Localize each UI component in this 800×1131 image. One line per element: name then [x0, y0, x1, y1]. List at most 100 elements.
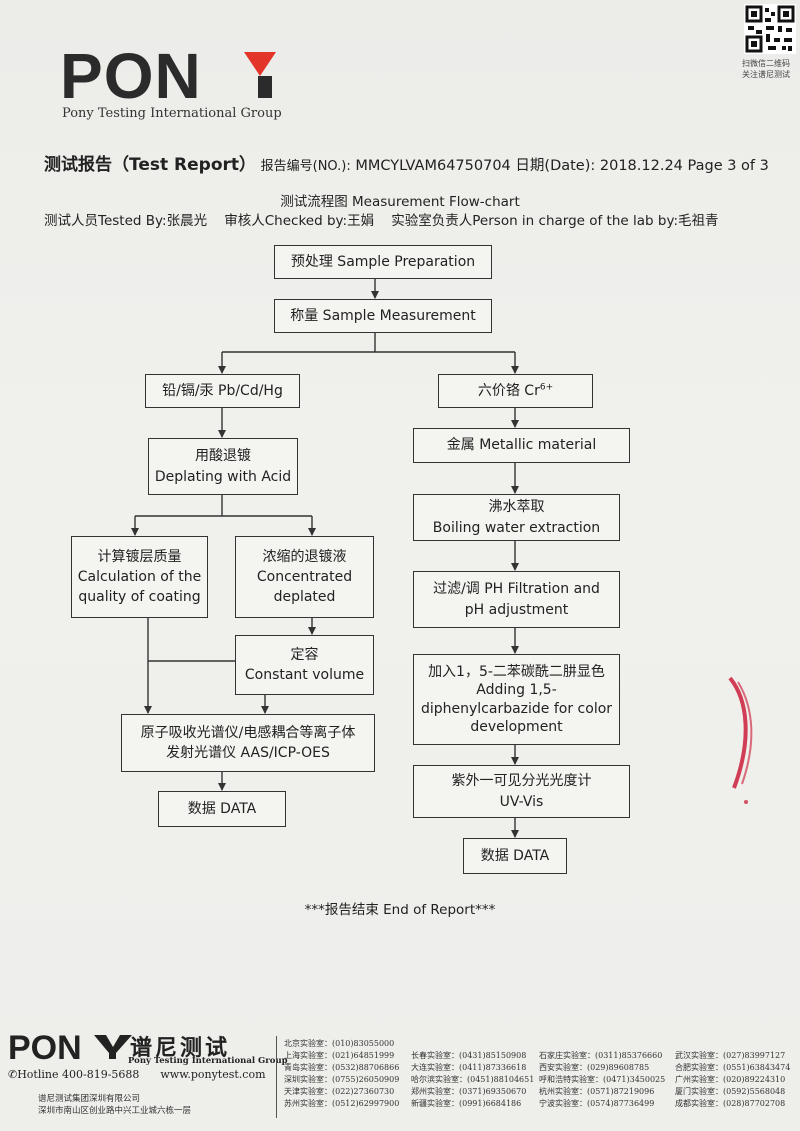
lab-entry: 哈尔滨实验室：(0451)88104651: [411, 1075, 535, 1084]
box-pb-cd-hg: 铅/镉/汞 Pb/Cd/Hg: [145, 374, 300, 408]
box-data-right: 数据 DATA: [463, 838, 567, 874]
footer-pony-logo-icon: PON: [8, 1029, 132, 1067]
data-right-label: 数据 DATA: [480, 847, 550, 864]
company-name: Pony Testing International Group: [62, 106, 282, 121]
report-page: Page 3 of 3: [687, 158, 769, 174]
box-constant-volume: 定容 Constant volume: [235, 635, 374, 695]
personnel-row: 测试人员Tested By:张晨光 审核人Checked by:王娟 实验室负责…: [44, 209, 719, 229]
lab-entry: 西安实验室：(029)89608785: [539, 1063, 650, 1072]
add-line-2: Adding 1,5-: [476, 682, 557, 699]
pony-logo-icon: PON: [60, 40, 298, 112]
data-left-label: 数据 DATA: [187, 800, 257, 817]
box-metallic: 金属 Metallic material: [413, 428, 630, 463]
svg-text:PON: PON: [8, 1031, 82, 1063]
pb-cd-hg-label: 铅/镉/汞 Pb/Cd/Hg: [162, 382, 283, 399]
conc-cn: 浓缩的退镀液: [262, 548, 347, 565]
lab-entry: 青岛实验室：(0532)88706866: [284, 1063, 400, 1072]
lab-entry: 天津实验室：(022)27360730: [284, 1087, 395, 1096]
tested-by-label: 测试人员Tested By:: [44, 213, 167, 229]
qr-code-icon: [744, 4, 796, 54]
calc-cn: 计算镀层质量: [97, 548, 182, 565]
const-en: Constant volume: [244, 667, 365, 683]
footer-hotline: Hotline 400-819-5688: [17, 1068, 140, 1081]
stamp-fragment-icon: [728, 676, 753, 804]
lab-entry: 苏州实验室：(0512)62997900: [284, 1099, 400, 1108]
qr-caption-1: 扫微信二维码: [742, 59, 790, 68]
report-date: 2018.12.24: [599, 158, 683, 174]
lab-row: 青岛实验室：(0532)88706866 大连实验室：(0411)8733661…: [284, 1062, 798, 1074]
calc-en-2: quality of coating: [78, 589, 201, 606]
checked-by: 王娟: [347, 213, 375, 229]
cr6-label: 六价铬 Cr6+: [478, 381, 553, 401]
lab-row: 天津实验室：(022)27360730 郑州实验室：(0371)69350670…: [284, 1086, 798, 1098]
lab-row: 北京实验室：(010)83055000: [284, 1038, 798, 1050]
lab-entry: 郑州实验室：(0371)69350670: [411, 1087, 527, 1096]
box-filtration: 过滤/调 PH Filtration and pH adjustment: [413, 571, 620, 628]
checked-by-label: 审核人Checked by:: [224, 213, 348, 229]
end-of-report: ***报告结束 End of Report***: [304, 902, 496, 918]
report-title-row: 测试报告（Test Report） 报告编号(NO.): MMCYLVAM647…: [44, 150, 769, 175]
box-data-left: 数据 DATA: [158, 791, 286, 827]
conc-en-1: Concentrated: [256, 568, 353, 585]
const-cn: 定容: [290, 646, 319, 663]
header-logo: PON: [60, 40, 300, 112]
deplating-en: Deplating with Acid: [154, 468, 292, 485]
lab-row: 深圳实验室：(0755)26050909 哈尔滨实验室：(0451)881046…: [284, 1074, 798, 1086]
aas-line-2: 发射光谱仪 AAS/ICP-OES: [166, 745, 330, 761]
uv-en: UV-Vis: [499, 793, 544, 810]
deplating-cn: 用酸退镀: [195, 448, 251, 465]
filt-line-1: 过滤/调 PH Filtration and: [433, 581, 600, 598]
lab-entry: 广州实验室：(020)89224310: [675, 1075, 786, 1084]
qr-code: [744, 4, 796, 54]
flowchart-title: 测试流程图 Measurement Flow-chart: [280, 194, 520, 210]
footer-address-cn: 深圳市南山区创业路中兴工业城六栋一层: [38, 1106, 192, 1116]
uv-cn: 紫外一可见分光光度计: [451, 773, 592, 790]
lab-person: 毛祖青: [678, 213, 719, 229]
footer-brand-en: Pony Testing International Group: [128, 1056, 288, 1066]
sample-preparation-label: 预处理 Sample Preparation: [290, 253, 476, 270]
svg-text:PON: PON: [60, 46, 202, 104]
footer-brand-cn: 谱尼测试: [130, 1036, 231, 1061]
box-calculation: 计算镀层质量 Calculation of the quality of coa…: [71, 536, 208, 618]
calc-en-1: Calculation of the: [77, 568, 202, 585]
lab-entry: 新疆实验室：(0991)6684186: [411, 1099, 522, 1108]
metallic-label: 金属 Metallic material: [446, 437, 597, 454]
qr-caption-2: 关注谱尼测试: [742, 70, 790, 79]
lab-entry: 长春实验室：(0431)85150908: [411, 1051, 527, 1060]
add-line-1: 加入1，5-二苯碳酰二肼显色: [428, 664, 605, 681]
lab-person-label: 实验室负责人Person in charge of the lab by:: [391, 213, 679, 229]
tested-by: 张晨光: [166, 213, 208, 229]
lab-row: 上海实验室：(021)64851999 长春实验室：(0431)85150908…: [284, 1050, 798, 1062]
box-deplating: 用酸退镀 Deplating with Acid: [148, 438, 298, 495]
footer-divider: [276, 1036, 277, 1118]
add-line-3: diphenylcarbazide for color: [420, 700, 613, 717]
cr6-superscript: 6+: [539, 382, 554, 393]
box-uv-vis: 紫外一可见分光光度计 UV-Vis: [413, 765, 630, 818]
lab-entry: 合肥实验室：(0551)63843474: [675, 1063, 791, 1072]
lab-entry: 杭州实验室：(0571)87219096: [539, 1087, 655, 1096]
lab-entry: 武汉实验室：(027)83997127: [675, 1051, 786, 1060]
lab-entry: 呼和浩特实验室：(0471)3450025: [539, 1075, 666, 1084]
lab-entry: 厦门实验室：(0592)5568048: [675, 1087, 786, 1096]
report-date-label: 日期(Date):: [515, 158, 596, 174]
boil-en: Boiling water extraction: [432, 519, 601, 536]
lab-entry: 北京实验室：(010)83055000: [284, 1039, 395, 1048]
footer-group-cn: 谱尼测试集团深圳有限公司: [38, 1094, 141, 1104]
report-number-label: 报告编号(NO.):: [260, 159, 351, 174]
lab-row: 苏州实验室：(0512)62997900 新疆实验室：(0991)6684186…: [284, 1098, 798, 1110]
phone-icon: ✆: [8, 1068, 18, 1081]
box-cr6: 六价铬 Cr6+: [438, 374, 593, 408]
filt-line-2: pH adjustment: [464, 601, 569, 618]
box-concentrated: 浓缩的退镀液 Concentrated deplated: [235, 536, 374, 618]
lab-entry: 上海实验室：(021)64851999: [284, 1051, 395, 1060]
footer-website: www.ponytest.com: [160, 1068, 266, 1081]
footer-logo: PON: [8, 1029, 132, 1067]
box-aas-icp: 原子吸收光谱仪/电感耦合等离子体 发射光谱仪 AAS/ICP-OES: [121, 714, 375, 772]
lab-entry: 深圳实验室：(0755)26050909: [284, 1075, 400, 1084]
conc-en-2: deplated: [273, 589, 336, 606]
footer-hotline-row: ✆Hotline 400-819-5688 www.ponytest.com: [8, 1068, 266, 1081]
lab-entry: 成都实验室：(028)87702708: [675, 1099, 786, 1108]
box-sample-measurement: 称量 Sample Measurement: [274, 299, 492, 333]
